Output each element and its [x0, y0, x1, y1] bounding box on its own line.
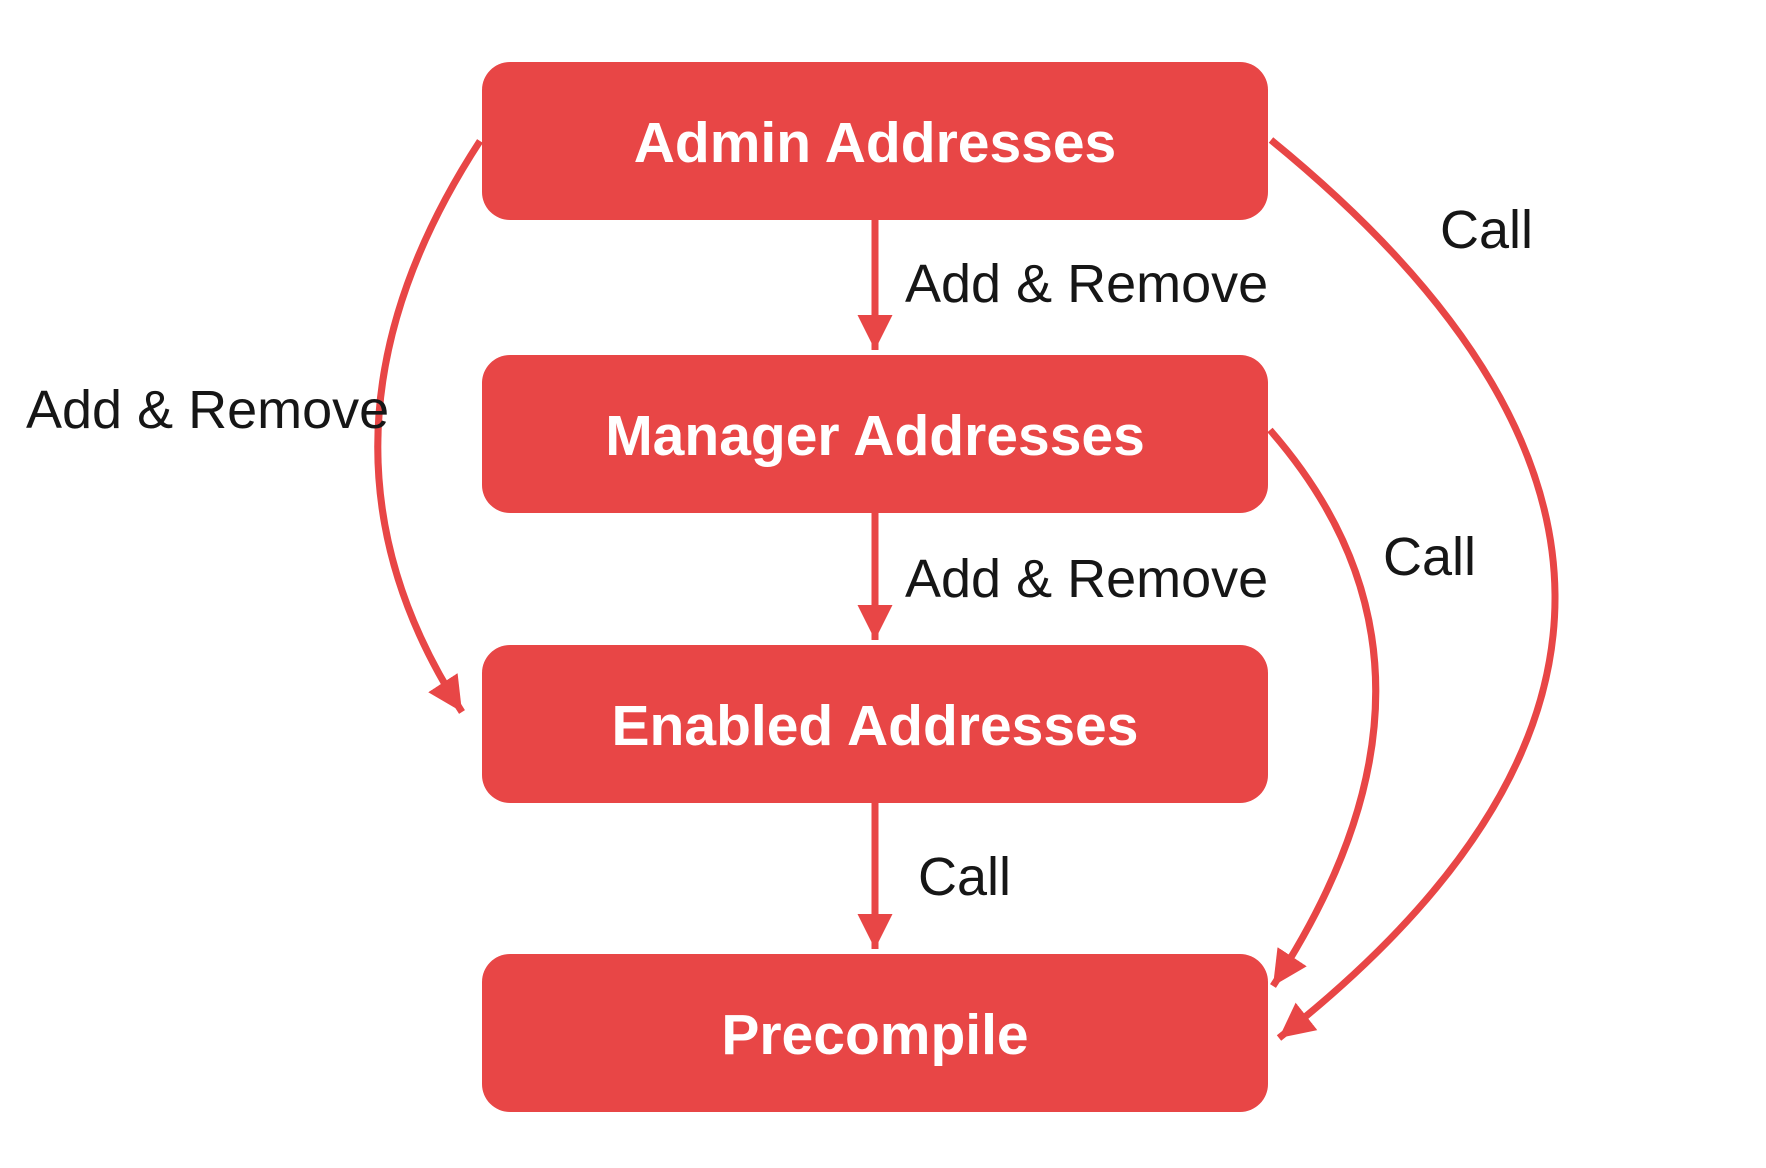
edge-label-admin-enabled: Add & Remove [26, 380, 389, 440]
node-admin-addresses [482, 62, 1268, 220]
edge-label-manager-enabled: Add & Remove [905, 549, 1268, 609]
edge-label-enabled-precompile: Call [918, 847, 1011, 907]
edge-manager-to-precompile-curve [1267, 427, 1380, 988]
node-enabled-addresses-label: Enabled Addresses [612, 694, 1139, 758]
edge-label-admin-precompile: Call [1440, 200, 1533, 260]
edge-admin-to-enabled-curve [374, 139, 483, 714]
node-enabled-addresses [482, 645, 1268, 803]
node-manager-addresses [482, 355, 1268, 513]
node-manager-addresses-label: Manager Addresses [605, 404, 1145, 468]
edge-admin-to-precompile-curve [1268, 137, 1559, 1041]
edge-label-manager-precompile: Call [1383, 527, 1476, 587]
node-precompile [482, 954, 1268, 1112]
node-admin-addresses-label: Admin Addresses [634, 111, 1117, 175]
node-precompile-label: Precompile [721, 1003, 1028, 1067]
edge-label-admin-manager: Add & Remove [905, 254, 1268, 314]
